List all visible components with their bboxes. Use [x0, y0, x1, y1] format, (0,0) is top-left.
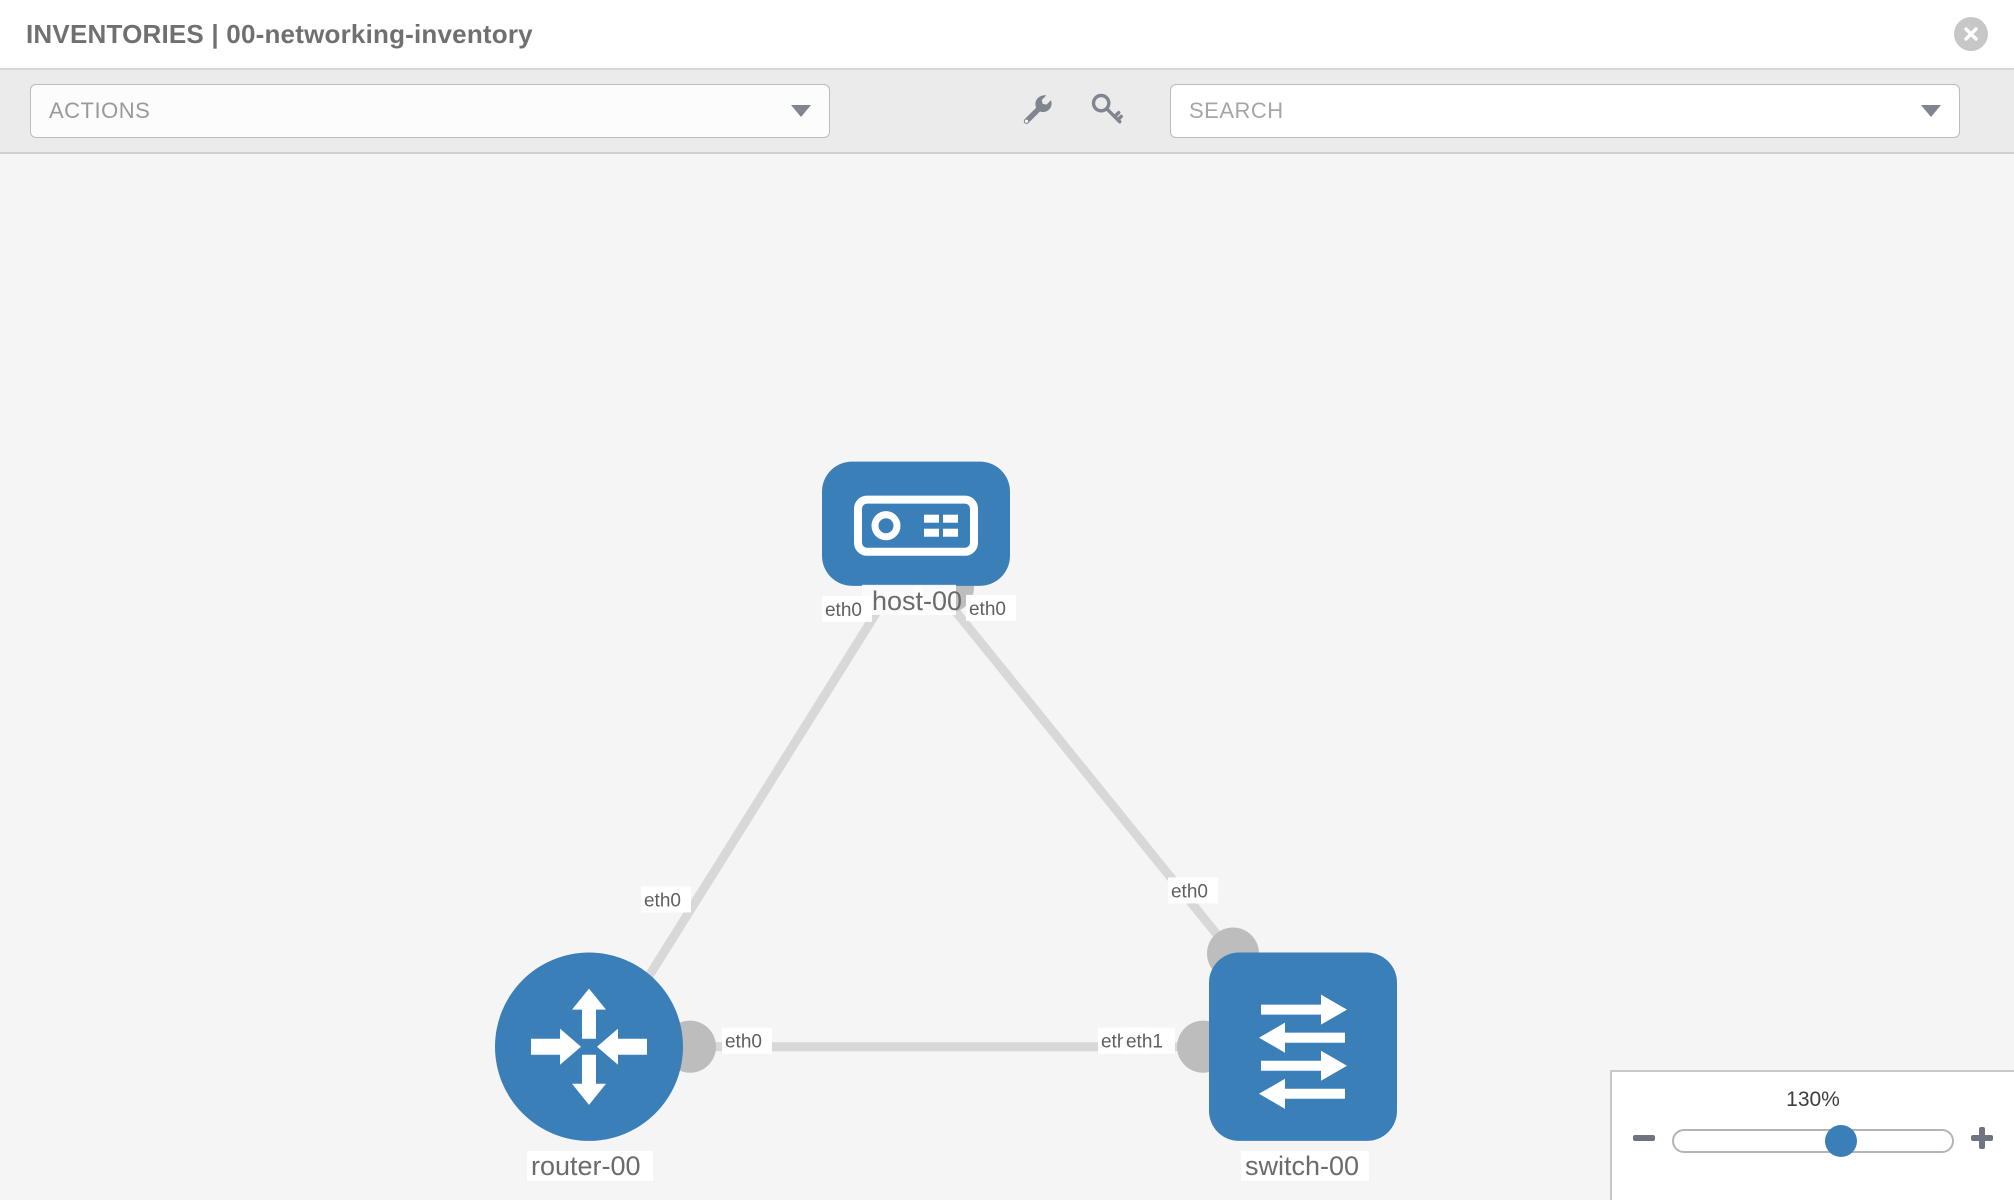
node-host-00[interactable]: [822, 461, 1010, 586]
zoom-level-value: 130%: [1786, 1088, 1840, 1111]
iface-switch-to-host: eth0: [1171, 881, 1208, 902]
iface-host-switch-label-bg: [966, 594, 1016, 621]
wrench-icon[interactable]: [1020, 92, 1054, 131]
node-router-00-label-bg: [527, 1150, 653, 1181]
node-switch-00[interactable]: [1209, 952, 1397, 1141]
toolbar-icon-group: [1020, 92, 1124, 131]
node-switch-00-label-bg: [1241, 1150, 1369, 1181]
iface-host-router-label-bg: [822, 595, 872, 622]
link-host-router[interactable]: [639, 604, 884, 988]
node-host-00-shape[interactable]: [822, 461, 1010, 586]
chevron-down-icon: [791, 105, 811, 117]
page-header: INVENTORIES | 00-networking-inventory: [0, 0, 2014, 70]
iface-router-switch-label-bg: [722, 1027, 772, 1054]
iface-router-to-host: eth0: [644, 890, 681, 911]
zoom-slider-track[interactable]: [1672, 1124, 1954, 1157]
zoom-slider-row: [1612, 1124, 2014, 1157]
node-router-00-label: router-00: [531, 1151, 641, 1181]
topology-graph: host-00 router-00 switch-00 eth0 eth0: [495, 461, 1397, 1181]
iface-router-to-switch: eth0: [725, 1032, 762, 1053]
node-router-00[interactable]: [495, 952, 683, 1141]
search-input[interactable]: SEARCH: [1170, 84, 1960, 138]
iface-host-to-router: eth0: [825, 600, 862, 621]
link-host-switch[interactable]: [948, 604, 1242, 964]
iface-switch-to-router: eth1: [1126, 1032, 1163, 1053]
search-chevron-down-icon[interactable]: [1921, 105, 1941, 117]
key-icon[interactable]: [1090, 92, 1124, 131]
topology-links: [639, 604, 1242, 1052]
iface-switch-host-label-bg: [1168, 877, 1218, 904]
node-switch-00-label: switch-00: [1245, 1151, 1359, 1181]
node-host-00-label: host-00: [872, 586, 962, 616]
node-switch-00-shape[interactable]: [1209, 952, 1397, 1141]
node-host-00-label-bg: [862, 584, 956, 615]
search-placeholder: SEARCH: [1189, 98, 1284, 123]
iface-host-to-switch: eth0: [969, 599, 1006, 620]
actions-dropdown[interactable]: ACTIONS: [30, 84, 830, 138]
iface-switch-router-label-bg: [1123, 1027, 1175, 1054]
page-title: INVENTORIES | 00-networking-inventory: [26, 18, 533, 49]
plus-icon[interactable]: [1968, 1124, 1996, 1157]
zoom-control-panel: 130%: [1610, 1070, 2014, 1200]
topology-canvas[interactable]: host-00 router-00 switch-00 eth0 eth0: [0, 154, 2014, 1200]
iface-router-host-label-bg: [641, 886, 691, 913]
toolbar: ACTIONS SEARCH: [0, 70, 2014, 154]
close-icon[interactable]: [1954, 17, 1988, 51]
zoom-slider-thumb[interactable]: [1824, 1124, 1857, 1157]
actions-dropdown-label: ACTIONS: [49, 98, 151, 123]
minus-icon[interactable]: [1630, 1124, 1658, 1157]
node-router-00-shape[interactable]: [495, 952, 683, 1141]
